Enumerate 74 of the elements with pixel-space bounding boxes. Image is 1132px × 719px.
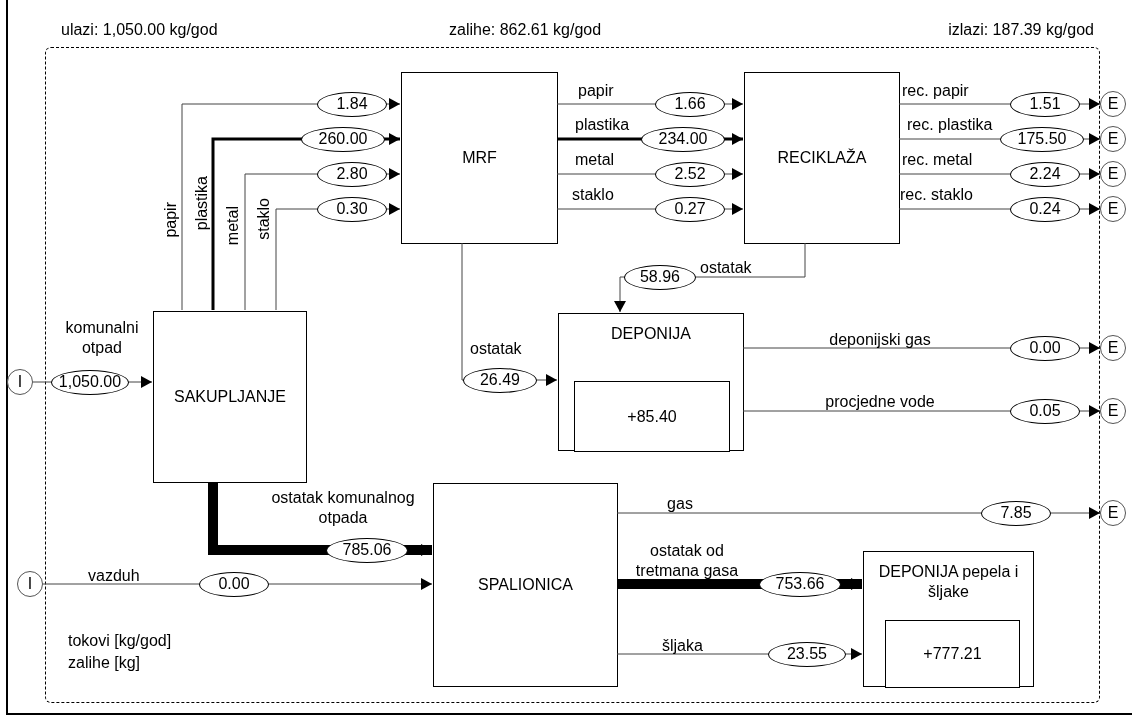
process-box <box>153 311 307 483</box>
flow-value: 234.00 <box>641 126 725 152</box>
flow-value: 2.80 <box>317 161 387 187</box>
terminal-letter: E <box>1107 94 1119 114</box>
terminal-letter: E <box>1107 129 1119 149</box>
process-name: DEPONIJA pepela i šljake <box>877 562 1020 602</box>
flow-value: 1.84 <box>317 91 387 117</box>
flow-value: 0.24 <box>1010 196 1080 222</box>
stock-box <box>885 620 1020 688</box>
flow-value: 1.66 <box>655 91 725 117</box>
flow-name: papir <box>162 202 180 238</box>
flow-value: 260.00 <box>301 126 385 152</box>
terminal-letter: I <box>27 574 33 594</box>
flow-name: šljaka <box>662 636 704 656</box>
terminal-letter: E <box>1107 338 1119 358</box>
flow-name: plastika <box>193 176 211 231</box>
flow-name: deponijski gas <box>828 330 932 350</box>
process-box <box>433 483 618 687</box>
process-name: +85.40 <box>627 406 677 427</box>
flow-value: 1.51 <box>1010 91 1080 117</box>
flow-value: 0.00 <box>199 571 269 597</box>
flow-value: 58.96 <box>624 264 696 290</box>
flow-value: 0.27 <box>655 196 725 222</box>
process-box <box>863 551 1034 687</box>
flow-name: rec. papir <box>902 81 970 101</box>
flow-name: procjedne vode <box>824 392 936 412</box>
flow-value: 0.30 <box>317 196 387 222</box>
flow-name: rec. staklo <box>900 185 974 205</box>
process-box <box>401 72 558 244</box>
units-note: zalihe [kg] <box>68 653 142 673</box>
process-box <box>744 72 900 244</box>
flow-value: 26.49 <box>463 367 537 393</box>
flow-name: staklo <box>572 185 615 205</box>
flow-name: staklo <box>255 198 273 240</box>
terminal-letter: E <box>1107 503 1119 523</box>
flow-name: komunalni otpad <box>64 318 140 358</box>
process-name: SAKUPLJANJE <box>173 387 286 407</box>
process-box <box>558 313 744 451</box>
boundary-heading: ulazi: 1,050.00 kg/god <box>61 20 218 40</box>
process-name: +777.21 <box>923 644 982 664</box>
boundary-heading: izlazi: 187.39 kg/god <box>948 20 1094 40</box>
flow-name: ostatak <box>470 339 523 359</box>
flow-value: 753.66 <box>759 571 841 597</box>
flow-value: 1,050.00 <box>51 369 129 395</box>
flow-value: 0.00 <box>1010 335 1080 361</box>
process-name: MRF <box>462 148 497 168</box>
terminal-letter: E <box>1107 164 1119 184</box>
flow-name: ostatak komunalnog otpada <box>270 488 416 528</box>
flow-value: 7.85 <box>981 500 1051 526</box>
boundary-heading: zalihe: 862.61 kg/god <box>449 20 602 40</box>
flow-name: vazduh <box>88 566 141 586</box>
flow-name: papir <box>578 81 615 101</box>
terminal-letter: E <box>1107 199 1119 219</box>
terminal-letter: I <box>17 372 23 392</box>
flow-name: gas <box>666 494 694 514</box>
stock-box <box>574 381 730 452</box>
flow-value: 785.06 <box>326 537 408 563</box>
process-name: SPALIONICA <box>478 575 573 595</box>
flow-value: 23.55 <box>768 641 846 667</box>
units-note: tokovi [kg/god] <box>68 631 173 651</box>
flow-name: rec. plastika <box>907 115 994 135</box>
flow-value: 175.50 <box>1000 126 1084 152</box>
flow-value: 2.24 <box>1010 161 1080 187</box>
process-name: RECIKLAŽA <box>777 148 867 168</box>
flow-name: rec. metal <box>902 150 974 170</box>
flow-name: metal <box>575 150 616 170</box>
terminal-letter: E <box>1107 401 1119 421</box>
flow-value: 0.05 <box>1010 398 1080 424</box>
flow-name: ostatak od tretmana gasa <box>634 541 740 581</box>
process-name: DEPONIJA <box>610 324 692 344</box>
flow-name: ostatak <box>700 258 753 278</box>
flow-name: metal <box>224 206 242 246</box>
flow-name: plastika <box>575 115 631 135</box>
flow-value: 2.52 <box>655 161 725 187</box>
